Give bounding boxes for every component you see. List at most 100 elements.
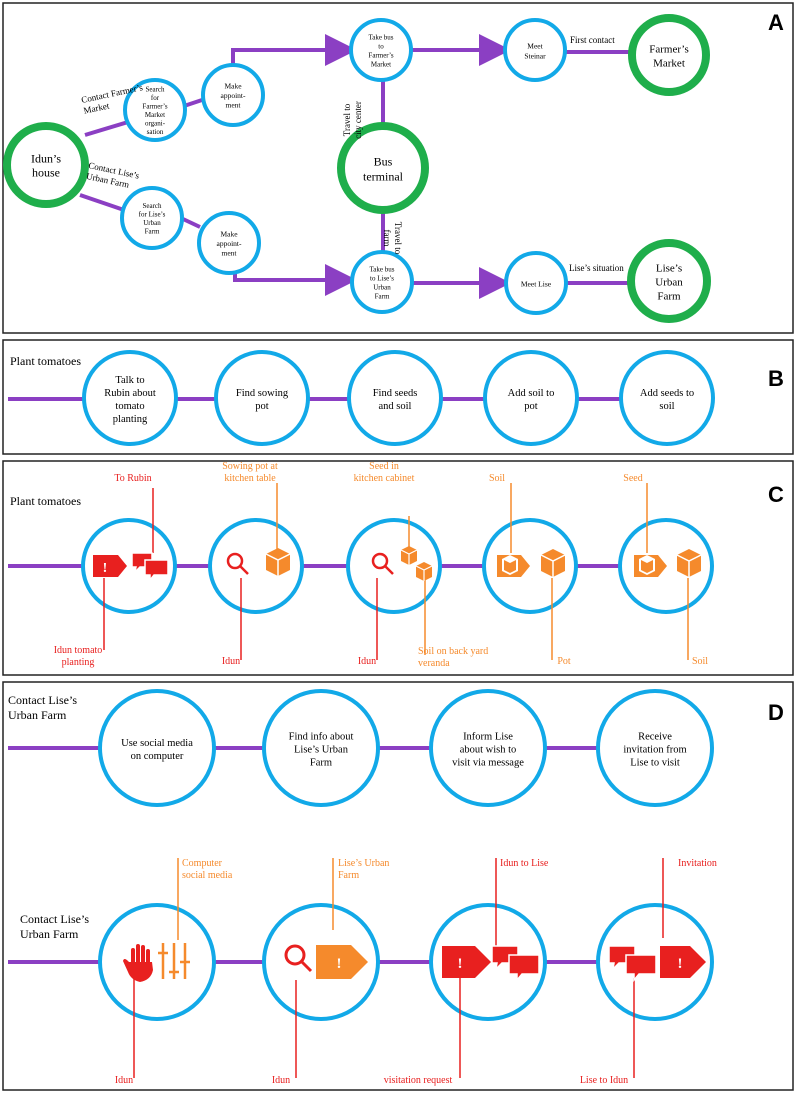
panel-a-edges [79, 34, 630, 299]
box-tag-icon [634, 555, 667, 577]
speech-bubbles-icon [491, 945, 540, 983]
sliders-icon [158, 943, 190, 979]
d-top-label-3: Idun to Lise [500, 858, 549, 869]
node-search-lise [120, 186, 184, 250]
node-meet-lise [504, 251, 568, 315]
speech-bubbles-icon [608, 945, 657, 983]
alert-mark: ! [103, 561, 108, 576]
c-step-1 [81, 518, 177, 614]
panel-b-frame [2, 339, 794, 455]
hand-icon [123, 944, 153, 982]
node-make-appt-2 [197, 211, 261, 275]
magnifier-icon [371, 552, 394, 575]
alert-tag-icon: ! [93, 555, 127, 577]
magnifier-icon [284, 944, 313, 973]
node-search-market [123, 78, 187, 142]
c-top-label-5: Seed [623, 473, 642, 484]
panel-a-letter: A [768, 10, 784, 35]
c-bottom-label-2: Idun [222, 656, 240, 667]
panel-c-icons: ! [93, 546, 702, 583]
node-meet-steinar [503, 18, 567, 82]
alert-tag-icon: ! [316, 945, 368, 979]
c-step-3 [346, 518, 442, 614]
panel-b-step-circle [347, 350, 443, 446]
panel-d-step-circle [429, 689, 547, 807]
label-first-contact: First contact [570, 35, 615, 45]
panel-c-title: Plant tomatoes [10, 494, 81, 508]
package-box-icon [540, 549, 566, 577]
panel-d-step-circle [98, 689, 216, 807]
panel-d-step-circle [596, 689, 714, 807]
d-bottom-label-3: visitation request [384, 1075, 453, 1086]
d-top-label-4: Invitation [678, 858, 717, 869]
c-bottom-label-6: Soil [692, 656, 708, 667]
panel-c-frame [2, 460, 794, 676]
magnifier-icon [226, 552, 249, 575]
node-make-appt-1 [201, 63, 265, 127]
panel-b-step-circle [214, 350, 310, 446]
panel-d-leaders [133, 858, 664, 1078]
package-box-icon [400, 546, 418, 565]
label-contact-lise: Contact Lise’sUrban Farm [85, 160, 140, 191]
d-bottom-label-1: Idun [115, 1075, 133, 1086]
node-meet-lise-label: Meet Lise [521, 279, 552, 288]
panel-a-frame [2, 2, 794, 334]
label-travel-farm: Travel tofarm [382, 222, 403, 255]
label-travel-city: Travel tocity center [342, 101, 363, 139]
c-step-2 [208, 518, 304, 614]
node-take-bus-market [349, 18, 413, 82]
panel-d-step-circle [262, 689, 380, 807]
alert-tag-icon: ! [442, 946, 491, 978]
panel-b-step-circle [483, 350, 579, 446]
panel-c-leaders [103, 483, 689, 660]
box-tag-icon [497, 555, 530, 577]
panel-c-circles [81, 518, 714, 614]
node-idun-house [3, 122, 89, 208]
d-bottom-step-1 [98, 903, 216, 1021]
panel-b-title: Plant tomatoes [10, 354, 81, 368]
c-bottom-label-3: Idun [358, 656, 376, 667]
c-bottom-label-5: Pot [557, 656, 571, 667]
panel-b-letter: B [768, 366, 784, 391]
panel-b-step-circle [619, 350, 715, 446]
panel-c-letter: C [768, 482, 784, 507]
c-top-label-1: To Rubin [114, 473, 151, 484]
package-box-icon [265, 548, 291, 576]
d-bottom-label-2: Idun [272, 1075, 290, 1086]
node-lise-farm [627, 239, 711, 323]
panel-d-frame [2, 681, 794, 1091]
node-bus-terminal [337, 122, 429, 214]
node-take-bus-lise [350, 250, 414, 314]
panel-d-icons: ! ! ! [123, 943, 706, 983]
